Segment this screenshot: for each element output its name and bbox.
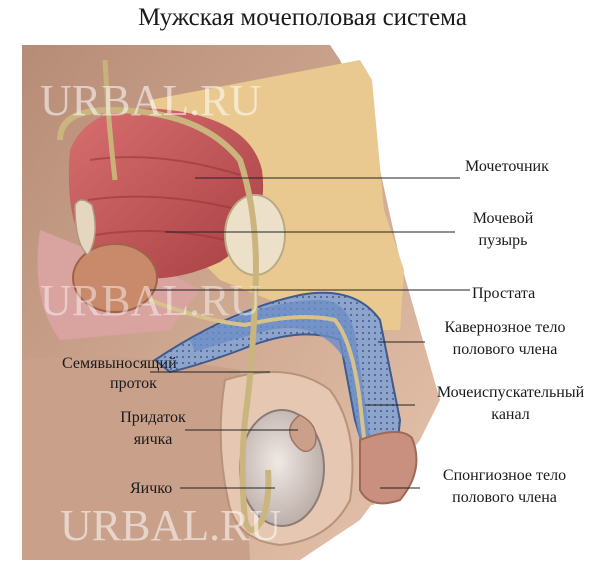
label-spongy-line1: Спонгиозное тело <box>442 467 567 484</box>
leader-lines <box>150 177 470 489</box>
prostate <box>72 243 158 313</box>
label-epididymis-line1: Придаток <box>120 409 186 426</box>
label-spongy-line2: полового члена <box>452 489 557 506</box>
page-title: Мужская мочеполовая система <box>138 4 467 31</box>
glans <box>359 431 418 505</box>
watermark-1: URBAL.RU <box>40 76 261 125</box>
epididymis <box>289 414 317 453</box>
watermark-2: URBAL.RU <box>40 276 261 325</box>
label-urethra-line2: канал <box>491 406 530 423</box>
label-urethra-line1: Мочеиспускательный <box>436 384 585 401</box>
seminal-vesicle <box>74 199 96 257</box>
label-bladder-line1: Мочевой <box>472 210 534 227</box>
label-epididymis-line2: яичка <box>133 431 173 448</box>
label-bladder-line2: пузырь <box>478 232 528 249</box>
vas-deferens <box>57 106 272 533</box>
bladder <box>68 108 264 279</box>
label-prostate: Простата <box>472 285 536 302</box>
watermark-3: URBAL.RU <box>60 501 281 550</box>
label-cavernous-line1: Кавернозное тело <box>444 319 566 336</box>
label-testis: Яичко <box>130 480 173 497</box>
urethra <box>149 298 374 506</box>
ureter-tube <box>102 59 118 181</box>
thigh <box>22 356 250 560</box>
label-cavernous-line2: полового члена <box>452 341 558 358</box>
label-vas-line2: проток <box>110 375 157 392</box>
label-ureter: Мочеточник <box>465 158 549 175</box>
label-vas-line1: Семявыносящий <box>62 355 177 372</box>
